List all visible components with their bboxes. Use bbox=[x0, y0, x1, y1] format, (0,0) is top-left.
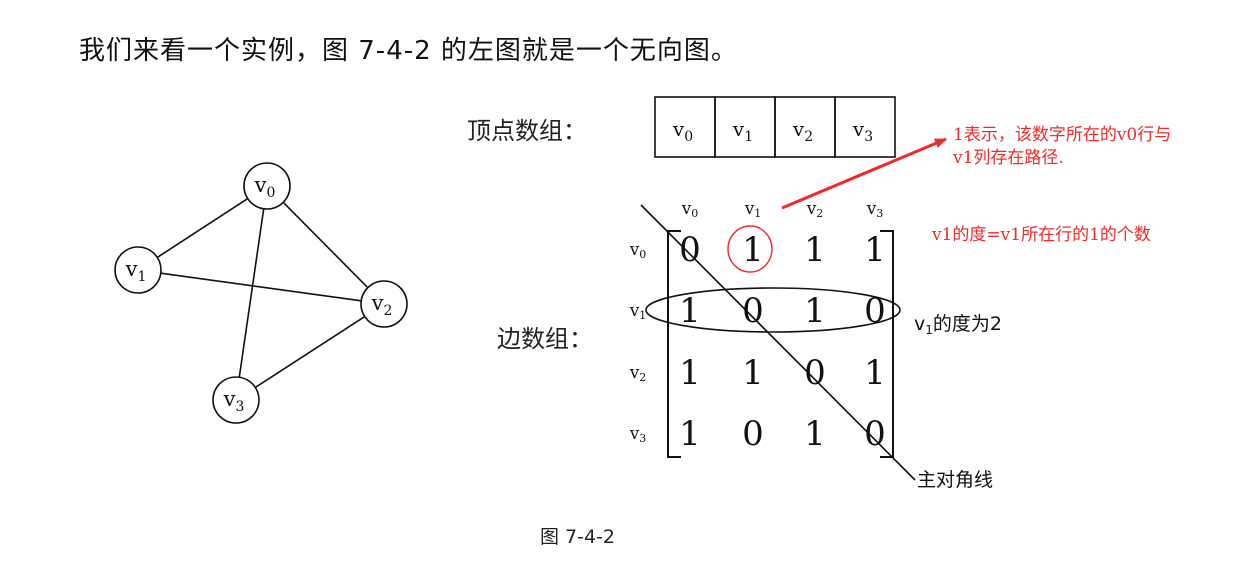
vertex-array-label: v0 bbox=[672, 117, 693, 145]
matrix-column-headers: v0 v1 v2 v3 bbox=[681, 199, 884, 220]
matrix-column-header: v1 bbox=[744, 199, 762, 220]
graph-node-label: v2 bbox=[371, 291, 393, 319]
matrix-column-header: v0 bbox=[681, 199, 699, 220]
graph-node-circle bbox=[243, 162, 291, 210]
annotation-top-line-2: v1列存在路径. bbox=[952, 148, 1064, 168]
vertex-array-cell bbox=[834, 96, 896, 158]
matrix-cell: 1 bbox=[742, 230, 764, 270]
graph-edge bbox=[282, 201, 369, 289]
matrix-cell: 0 bbox=[864, 414, 886, 454]
matrix-cell: 0 bbox=[804, 353, 826, 393]
edge-array-label: 边数组： bbox=[497, 325, 593, 353]
matrix-row-header: v3 bbox=[629, 424, 647, 445]
graph-nodes: v0 v1 v2 v3 bbox=[114, 162, 408, 424]
degree-note-sub: 1 bbox=[925, 323, 933, 337]
matrix-cell: 0 bbox=[742, 414, 764, 454]
vertex-array-cell bbox=[714, 96, 776, 158]
graph-node-circle bbox=[360, 280, 408, 328]
main-diagonal-label: 主对角线 bbox=[917, 469, 993, 491]
degree-note-base: v bbox=[914, 313, 925, 335]
vertex-array: v0 v1 v2 v3 bbox=[654, 96, 896, 158]
matrix-cell: 1 bbox=[679, 291, 701, 331]
graph-node-label: v0 bbox=[254, 173, 276, 201]
vertex-array-cell bbox=[654, 96, 716, 158]
matrix-row-header: v2 bbox=[629, 363, 647, 384]
matrix-left-bracket bbox=[667, 230, 681, 458]
main-diagonal-line bbox=[640, 204, 916, 481]
matrix-row-header: v0 bbox=[629, 240, 647, 261]
matrix-cell: 0 bbox=[742, 291, 764, 331]
highlight-cell-circle bbox=[727, 225, 773, 273]
graph-edge bbox=[160, 272, 362, 302]
matrix-cell: 1 bbox=[742, 353, 764, 393]
matrix-cell: 1 bbox=[679, 353, 701, 393]
intro-text: 我们来看一个实例，图 7-4-2 的左图就是一个无向图。 bbox=[79, 36, 738, 66]
matrix-cell: 1 bbox=[679, 414, 701, 454]
vertex-array-label: v1 bbox=[732, 117, 753, 145]
graph-edges bbox=[156, 197, 369, 389]
graph-node: v2 bbox=[360, 280, 408, 328]
matrix-cell: 1 bbox=[804, 414, 826, 454]
matrix-column-header: v3 bbox=[866, 199, 884, 220]
graph-node-circle bbox=[114, 246, 162, 294]
matrix-cell: 1 bbox=[804, 230, 826, 270]
graph-node-label: v1 bbox=[125, 257, 147, 285]
graph-node: v3 bbox=[212, 376, 260, 424]
annotation-degree-rule: v1的度=v1所在行的1的个数 bbox=[931, 225, 1151, 245]
row-v1-highlight bbox=[645, 287, 901, 333]
graph-node: v0 bbox=[243, 162, 291, 210]
matrix-column-header: v2 bbox=[806, 199, 824, 220]
matrix-cell: 1 bbox=[864, 230, 886, 270]
graph-edge bbox=[254, 315, 366, 389]
graph-edge bbox=[238, 208, 265, 378]
vertex-array-label: 顶点数组： bbox=[467, 117, 587, 145]
matrix-cell: 1 bbox=[804, 291, 826, 331]
graph-edge bbox=[156, 197, 249, 259]
degree-note: v1的度为2 bbox=[914, 313, 1002, 337]
matrix-row-headers: v0 v1 v2 v3 bbox=[629, 240, 647, 445]
matrix-cell: 0 bbox=[679, 230, 701, 270]
matrix-cell: 0 bbox=[864, 291, 886, 331]
matrix-row-header: v1 bbox=[629, 301, 647, 322]
vertex-array-label: v3 bbox=[852, 117, 873, 145]
graph-node-circle bbox=[212, 376, 260, 424]
graph-node-label: v3 bbox=[223, 387, 245, 415]
figure-caption: 图 7-4-2 bbox=[540, 526, 616, 548]
matrix-cell: 1 bbox=[864, 353, 886, 393]
annotation-arrow bbox=[781, 137, 947, 210]
graph-node: v1 bbox=[114, 246, 162, 294]
vertex-array-cell bbox=[774, 96, 836, 158]
annotation-top-line-1: 1表示，该数字所在的v0行与 bbox=[953, 125, 1171, 145]
degree-note-text: 的度为2 bbox=[933, 313, 1002, 335]
vertex-array-label: v2 bbox=[792, 117, 813, 145]
matrix-right-bracket bbox=[880, 230, 894, 458]
